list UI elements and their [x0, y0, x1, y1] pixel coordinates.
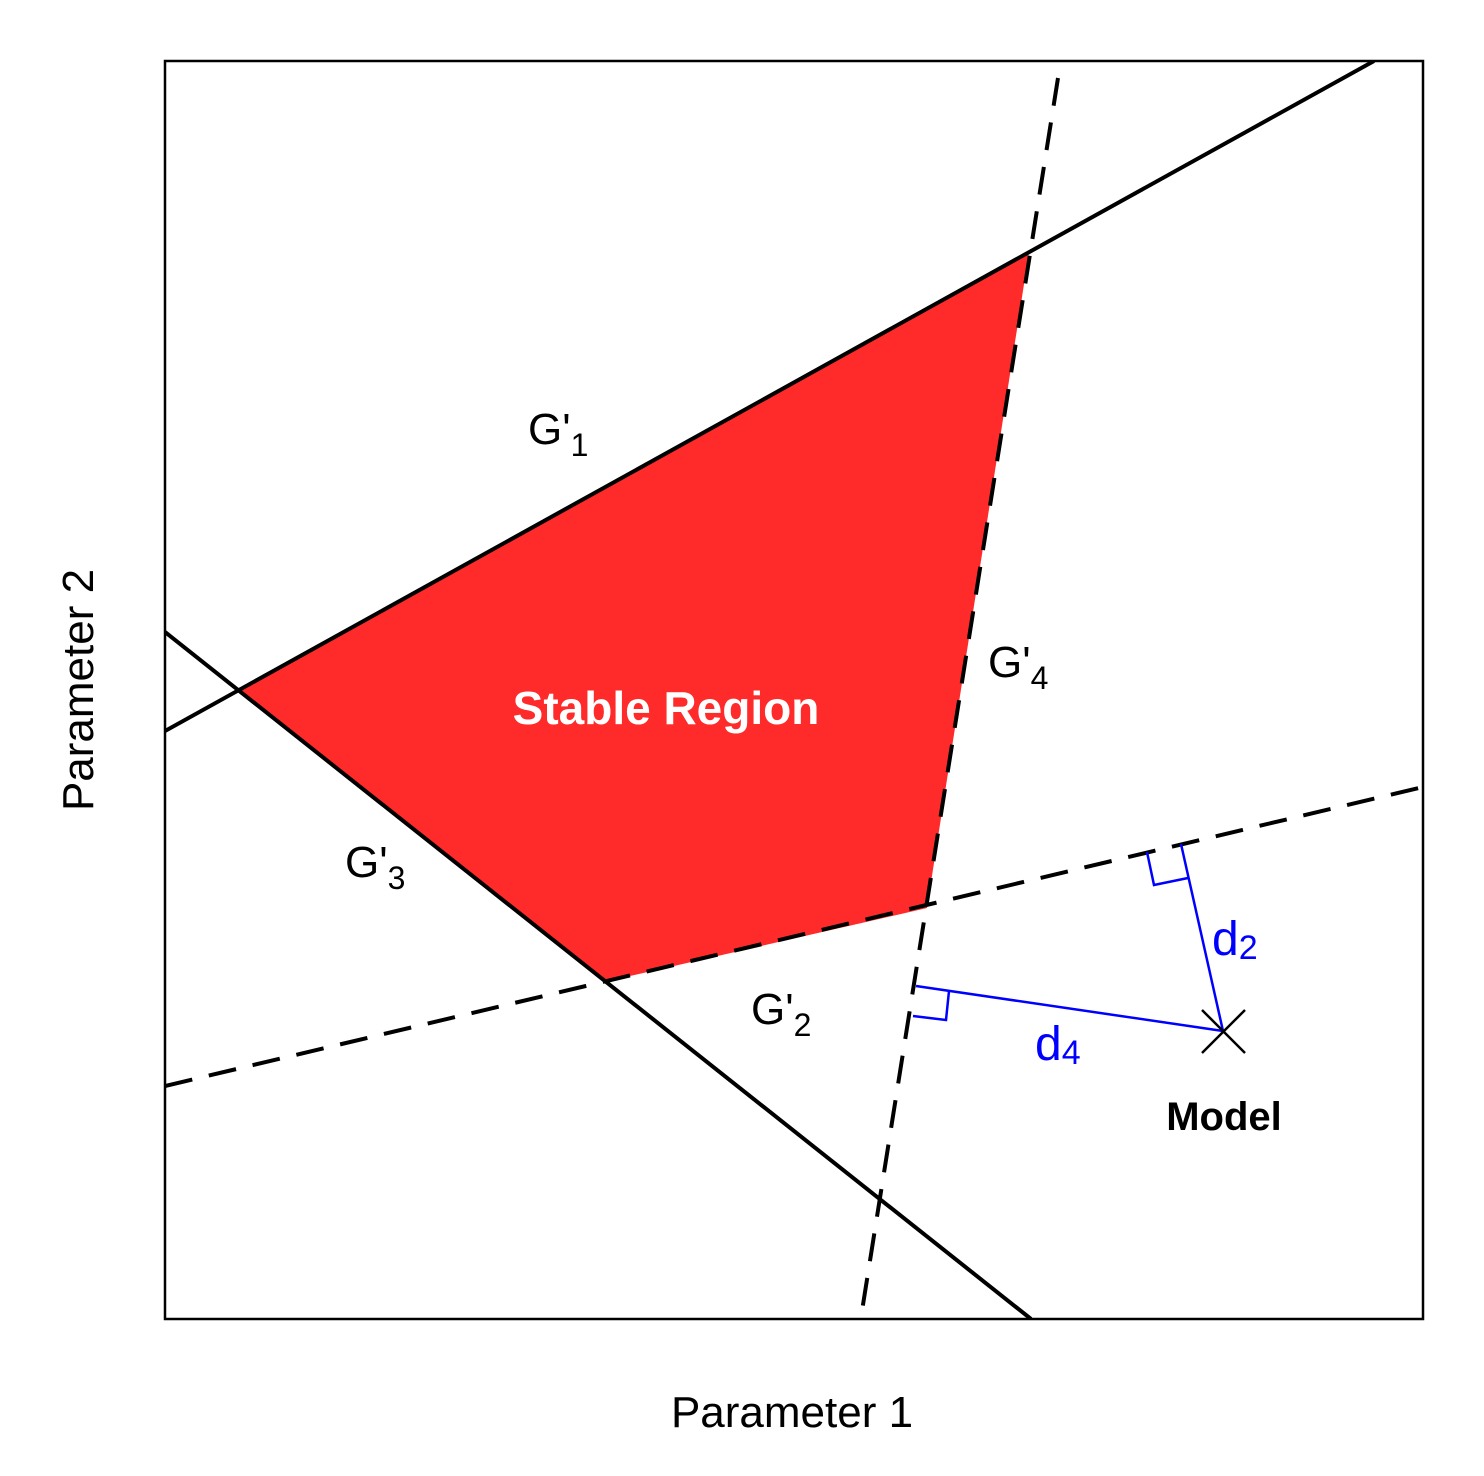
label-d4: d4: [1035, 1018, 1081, 1072]
d4-segment: [915, 984, 1224, 1033]
distance-segments: [912, 843, 1225, 1033]
label-g2: G'2: [751, 985, 811, 1043]
line-g4: [860, 77, 1060, 1312]
label-g4: G'4: [988, 638, 1048, 696]
model-label: Model: [1166, 1095, 1282, 1139]
label-g1: G'1: [528, 405, 588, 463]
label-g3: G'3: [345, 838, 405, 896]
x-axis-title: Parameter 1: [671, 1388, 913, 1437]
plot-frame: [163, 59, 1425, 1321]
line-g1: [165, 61, 1375, 733]
d4-right-angle-mark: [912, 990, 951, 1022]
line-g2: [165, 785, 1423, 1088]
d2-right-angle-mark: [1145, 851, 1189, 887]
stable-region: [240, 252, 1029, 982]
d2-segment: [1179, 843, 1225, 1032]
label-d2: d2: [1212, 913, 1258, 967]
model-marker: [1201, 1009, 1246, 1054]
constraint-lines: [165, 61, 1423, 1319]
region-label: Stable Region: [513, 682, 820, 734]
line-g3: [165, 630, 1033, 1319]
y-axis-title: Parameter 2: [54, 569, 103, 811]
